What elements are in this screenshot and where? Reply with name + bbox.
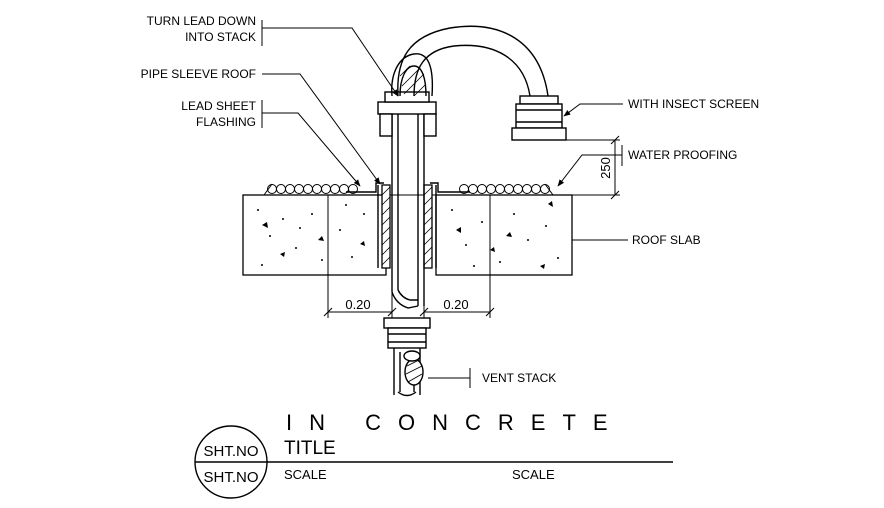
- dimension-250-label: 250: [598, 157, 613, 179]
- top-coupling: [377, 91, 437, 137]
- label-vent-stack: VENT STACK: [482, 371, 556, 385]
- roof-slab-right: [435, 194, 573, 276]
- drawing-heading: IN CONCRETE: [286, 410, 625, 435]
- label-turn-lead-line2: INTO STACK: [185, 30, 256, 44]
- label-pipe-sleeve-roof: PIPE SLEEVE ROOF: [141, 67, 256, 81]
- title-label: TITLE: [284, 438, 336, 459]
- concrete-speckle: [257, 201, 559, 269]
- label-lead-sheet-line2: FLASHING: [196, 115, 256, 129]
- label-insect-screen: WITH INSECT SCREEN: [628, 97, 759, 111]
- sht-no-bottom: SHT.NO: [203, 469, 258, 486]
- water-proofing-layer: [243, 183, 572, 196]
- dimension-lines: [323, 195, 495, 318]
- roof-slab-left: [242, 194, 387, 276]
- dimension-left-label: 0.20: [345, 297, 370, 312]
- scale-right-label: SCALE: [512, 467, 555, 482]
- vent-pipe: [391, 102, 425, 309]
- label-turn-lead-line1: TURN LEAD DOWN: [147, 14, 256, 28]
- sht-no-top: SHT.NO: [203, 443, 258, 460]
- title-block: [194, 425, 673, 499]
- dimension-right-label: 0.20: [443, 297, 468, 312]
- vent-stack: [383, 317, 431, 397]
- leader-lines: [261, 20, 628, 388]
- label-roof-slab: ROOF SLAB: [632, 233, 701, 247]
- dimension-250: [566, 135, 620, 200]
- insect-screen-cap: [511, 95, 567, 141]
- scale-left-label: SCALE: [284, 467, 327, 482]
- label-water-proofing: WATER PROOFING: [628, 148, 737, 162]
- label-lead-sheet-line1: LEAD SHEET: [181, 99, 256, 113]
- gooseneck-bend: [391, 25, 549, 97]
